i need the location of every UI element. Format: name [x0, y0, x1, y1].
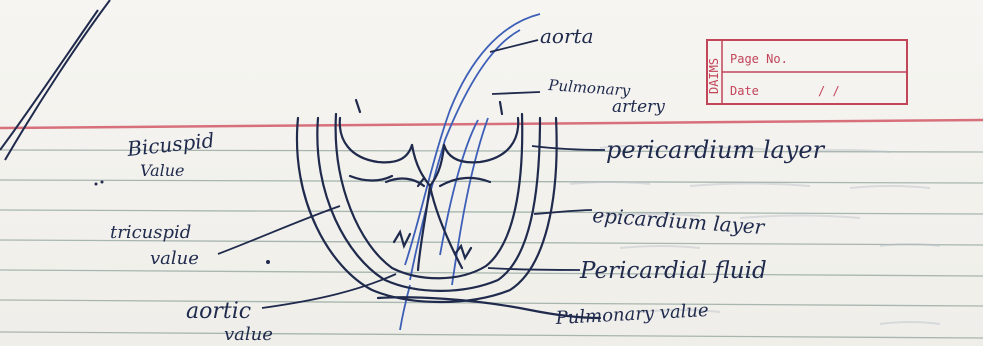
epicardium — [317, 118, 540, 291]
label-aortic-l1: aortic — [186, 299, 251, 324]
label-bicuspid-l2: Value — [140, 161, 185, 180]
stamp-page-label: Page No. — [730, 52, 788, 66]
label-epicardium-layer: epicardium layer — [592, 203, 767, 239]
margin-line — [0, 120, 983, 128]
label-aorta: aorta — [540, 24, 594, 48]
stamp-brand: DAIMS — [707, 58, 721, 94]
label-pericardial-fluid: Pericardial fluid — [579, 258, 767, 284]
label-bicuspid-l1: Bicuspid — [125, 128, 215, 161]
stamp-date-label: Date — [730, 84, 759, 98]
leader-lines — [218, 40, 605, 308]
page-stamp: DAIMS Page No. Date / / — [707, 40, 907, 104]
label-pericardium-layer: pericardium layer — [606, 136, 826, 164]
label-tricuspid-l2: value — [150, 248, 199, 269]
label-pulmonary-artery-l2: artery — [612, 97, 665, 117]
label-aortic-l2: value — [224, 324, 273, 345]
label-tricuspid-l1: tricuspid — [110, 222, 191, 243]
corner-strokes — [0, 0, 110, 160]
stamp-date-slashes: / / — [818, 84, 840, 98]
label-pulmonary-value: Pulmonary value — [554, 300, 709, 329]
